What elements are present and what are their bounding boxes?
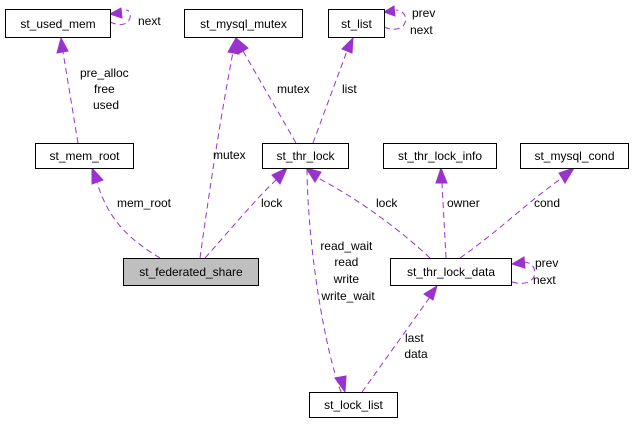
edge-list-self-prev-next xyxy=(382,5,406,30)
node-label: st_thr_lock xyxy=(276,149,335,163)
edge-label-read: read xyxy=(334,255,358,269)
node-label: st_lock_list xyxy=(324,398,383,412)
edge-label-share-mutex: mutex xyxy=(213,148,246,162)
arrowhead xyxy=(334,375,347,394)
arrowhead xyxy=(108,7,123,19)
node-st-federated-share[interactable]: st_federated_share xyxy=(123,258,259,286)
arrowhead xyxy=(510,256,526,269)
node-st-list[interactable]: st_list xyxy=(328,9,385,38)
edge-label-list-next: next xyxy=(410,23,433,37)
node-label: st_federated_share xyxy=(139,265,243,279)
edge-label-data-owner: owner xyxy=(447,196,480,210)
edge-label-list-prev: prev xyxy=(412,6,435,20)
edge-lock-list-to-data xyxy=(361,284,438,393)
edge-label-data-lock: lock xyxy=(376,196,398,210)
edge-label-share-lock: lock xyxy=(261,196,283,210)
edge-label-share-mem-root: mem_root xyxy=(117,196,172,210)
arrowhead xyxy=(382,5,396,17)
edge-label-lock-list-thr-lock: read_wait read write write_wait xyxy=(320,239,375,303)
arrowhead xyxy=(91,166,104,185)
arrowhead xyxy=(304,167,322,183)
node-label: st_mysql_cond xyxy=(534,149,614,163)
arrowhead xyxy=(423,284,438,301)
edge-label-write-wait: write_wait xyxy=(320,289,375,303)
edge-label-pre-alloc: pre_alloc xyxy=(80,66,129,80)
edge-label-write: write xyxy=(333,272,360,286)
node-st-thr-lock-data[interactable]: st_thr_lock_data xyxy=(390,258,512,286)
edge-label-read-wait: read_wait xyxy=(320,239,373,253)
arrowhead xyxy=(558,167,576,184)
edge-label-data-prev: prev xyxy=(535,256,558,270)
edge-label-used-mem-next: next xyxy=(138,14,161,28)
arrowhead xyxy=(271,166,288,185)
node-label: st_list xyxy=(341,17,372,31)
edge-label-last: last xyxy=(405,331,424,345)
edge-label-data: data xyxy=(404,347,428,361)
arrowhead xyxy=(227,36,240,55)
edge-label-lock-list-data: last data xyxy=(404,331,428,361)
edge-mem-root-to-used-mem xyxy=(56,36,79,144)
arrowhead xyxy=(56,36,69,54)
edge-data-to-thr-lock-info xyxy=(435,166,448,259)
edge-data-to-thr-lock xyxy=(304,167,431,259)
edge-share-to-thr-lock xyxy=(204,166,288,259)
node-label: st_thr_lock_data xyxy=(407,265,495,279)
node-st-mysql-cond[interactable]: st_mysql_cond xyxy=(520,143,629,169)
edge-label-thr-lock-mutex: mutex xyxy=(277,82,310,96)
node-label: st_mysql_mutex xyxy=(200,17,287,31)
edge-data-self-prev-next xyxy=(510,256,536,284)
edge-label-mem-root-used-mem: pre_alloc free used xyxy=(80,66,132,112)
node-label: st_mem_root xyxy=(49,149,120,163)
edge-share-to-mem-root xyxy=(91,166,161,259)
node-label: st_used_mem xyxy=(20,17,95,31)
edge-data-to-mysql-cond xyxy=(459,167,576,259)
edge-label-data-cond: cond xyxy=(534,196,560,210)
node-st-thr-lock-info[interactable]: st_thr_lock_info xyxy=(383,143,497,169)
arrowhead xyxy=(341,36,354,54)
edge-label-free: free xyxy=(94,82,115,96)
node-st-thr-lock[interactable]: st_thr_lock xyxy=(262,143,349,169)
node-st-used-mem[interactable]: st_used_mem xyxy=(5,9,111,38)
edge-thr-lock-to-list xyxy=(312,36,354,144)
edge-label-thr-lock-list: list xyxy=(342,82,357,96)
arrowhead xyxy=(435,166,448,184)
node-st-mysql-mutex[interactable]: st_mysql_mutex xyxy=(184,9,303,38)
node-st-mem-root[interactable]: st_mem_root xyxy=(35,143,134,169)
edge-used-mem-self-next xyxy=(108,7,131,25)
edge-lock-list-to-thr-lock xyxy=(306,169,347,394)
node-label: st_thr_lock_info xyxy=(398,149,482,163)
edge-label-used: used xyxy=(93,98,119,112)
edge-share-to-mysql-mutex xyxy=(199,36,240,259)
node-st-lock-list[interactable]: st_lock_list xyxy=(309,392,398,418)
edge-label-data-next: next xyxy=(533,273,556,287)
